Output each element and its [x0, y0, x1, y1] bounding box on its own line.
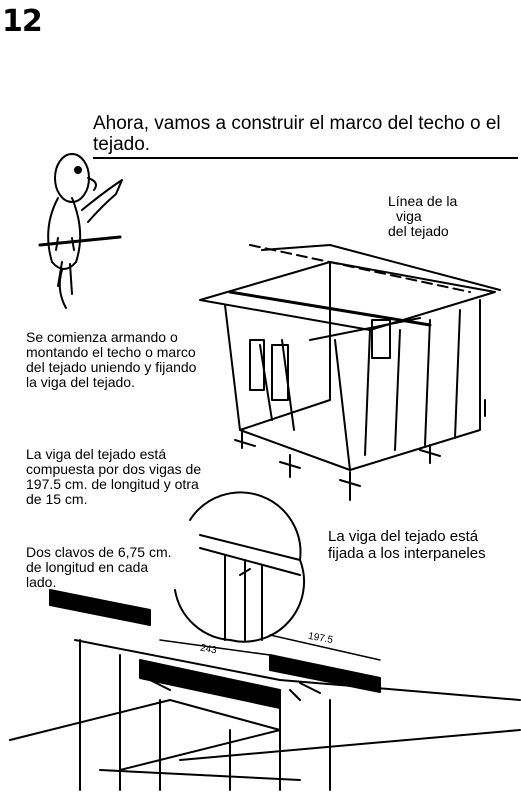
page-number: 12	[2, 4, 43, 39]
ridge-line-callout: Línea de la viga del tejado	[388, 194, 508, 239]
house-frame-icon	[199, 244, 501, 501]
bird-mascot-icon	[38, 153, 123, 309]
ridge-line-label-3: del tejado	[388, 223, 449, 239]
ridge-line-label-1: Línea de la	[388, 193, 458, 209]
magnifier-detail-icon	[174, 491, 305, 643]
beam-assembly-icon	[9, 589, 521, 791]
rests-on-callout: La viga del tejado está fijada a los int…	[328, 528, 486, 562]
instruction-paragraph-2: La viga del tejado está compuesta por do…	[26, 446, 202, 507]
page-heading: Ahora, vamos a construir el marco del te…	[93, 113, 501, 155]
instruction-paragraph-3: Dos clavos de 6,75 cm. de longitud en ca…	[26, 544, 172, 590]
heading-rule	[93, 157, 518, 159]
instruction-paragraph-1: Se comienza armando o montando el techo …	[26, 329, 197, 390]
ridge-line-label-2: viga	[396, 208, 422, 224]
